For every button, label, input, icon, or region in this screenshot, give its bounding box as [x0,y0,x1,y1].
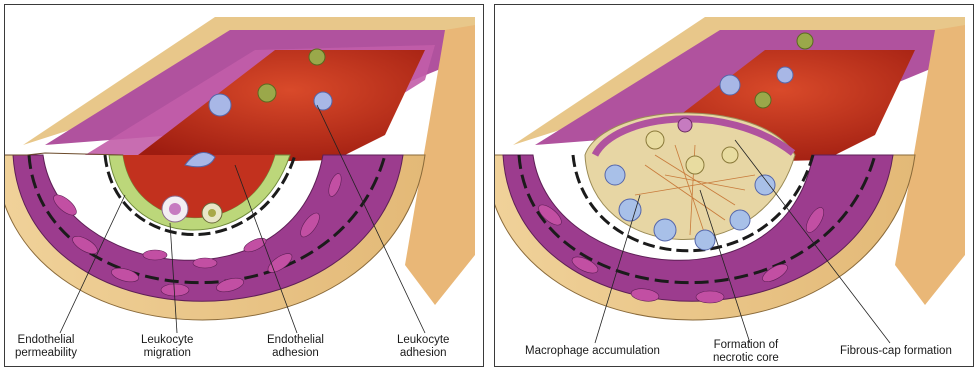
artery-illustration-left [5,5,483,366]
label-endothelial-permeability: Endothelial permeability [15,334,77,360]
label-leukocyte-migration: Leukocyte migration [141,334,193,360]
left-panel-early-atherogenesis: Endothelial permeability Leukocyte migra… [4,4,484,367]
right-panel-plaque-formation: Macrophage accumulation Formation of nec… [494,4,974,367]
label-fibrous-cap-formation: Fibrous-cap formation [840,345,952,358]
label-formation-of-necrotic-core: Formation of necrotic core [713,339,779,365]
label-leukocyte-adhesion: Leukocyte adhesion [397,334,449,360]
label-endothelial-adhesion: Endothelial adhesion [267,334,324,360]
artery-illustration-right [495,5,973,366]
label-macrophage-accumulation: Macrophage accumulation [525,345,660,358]
